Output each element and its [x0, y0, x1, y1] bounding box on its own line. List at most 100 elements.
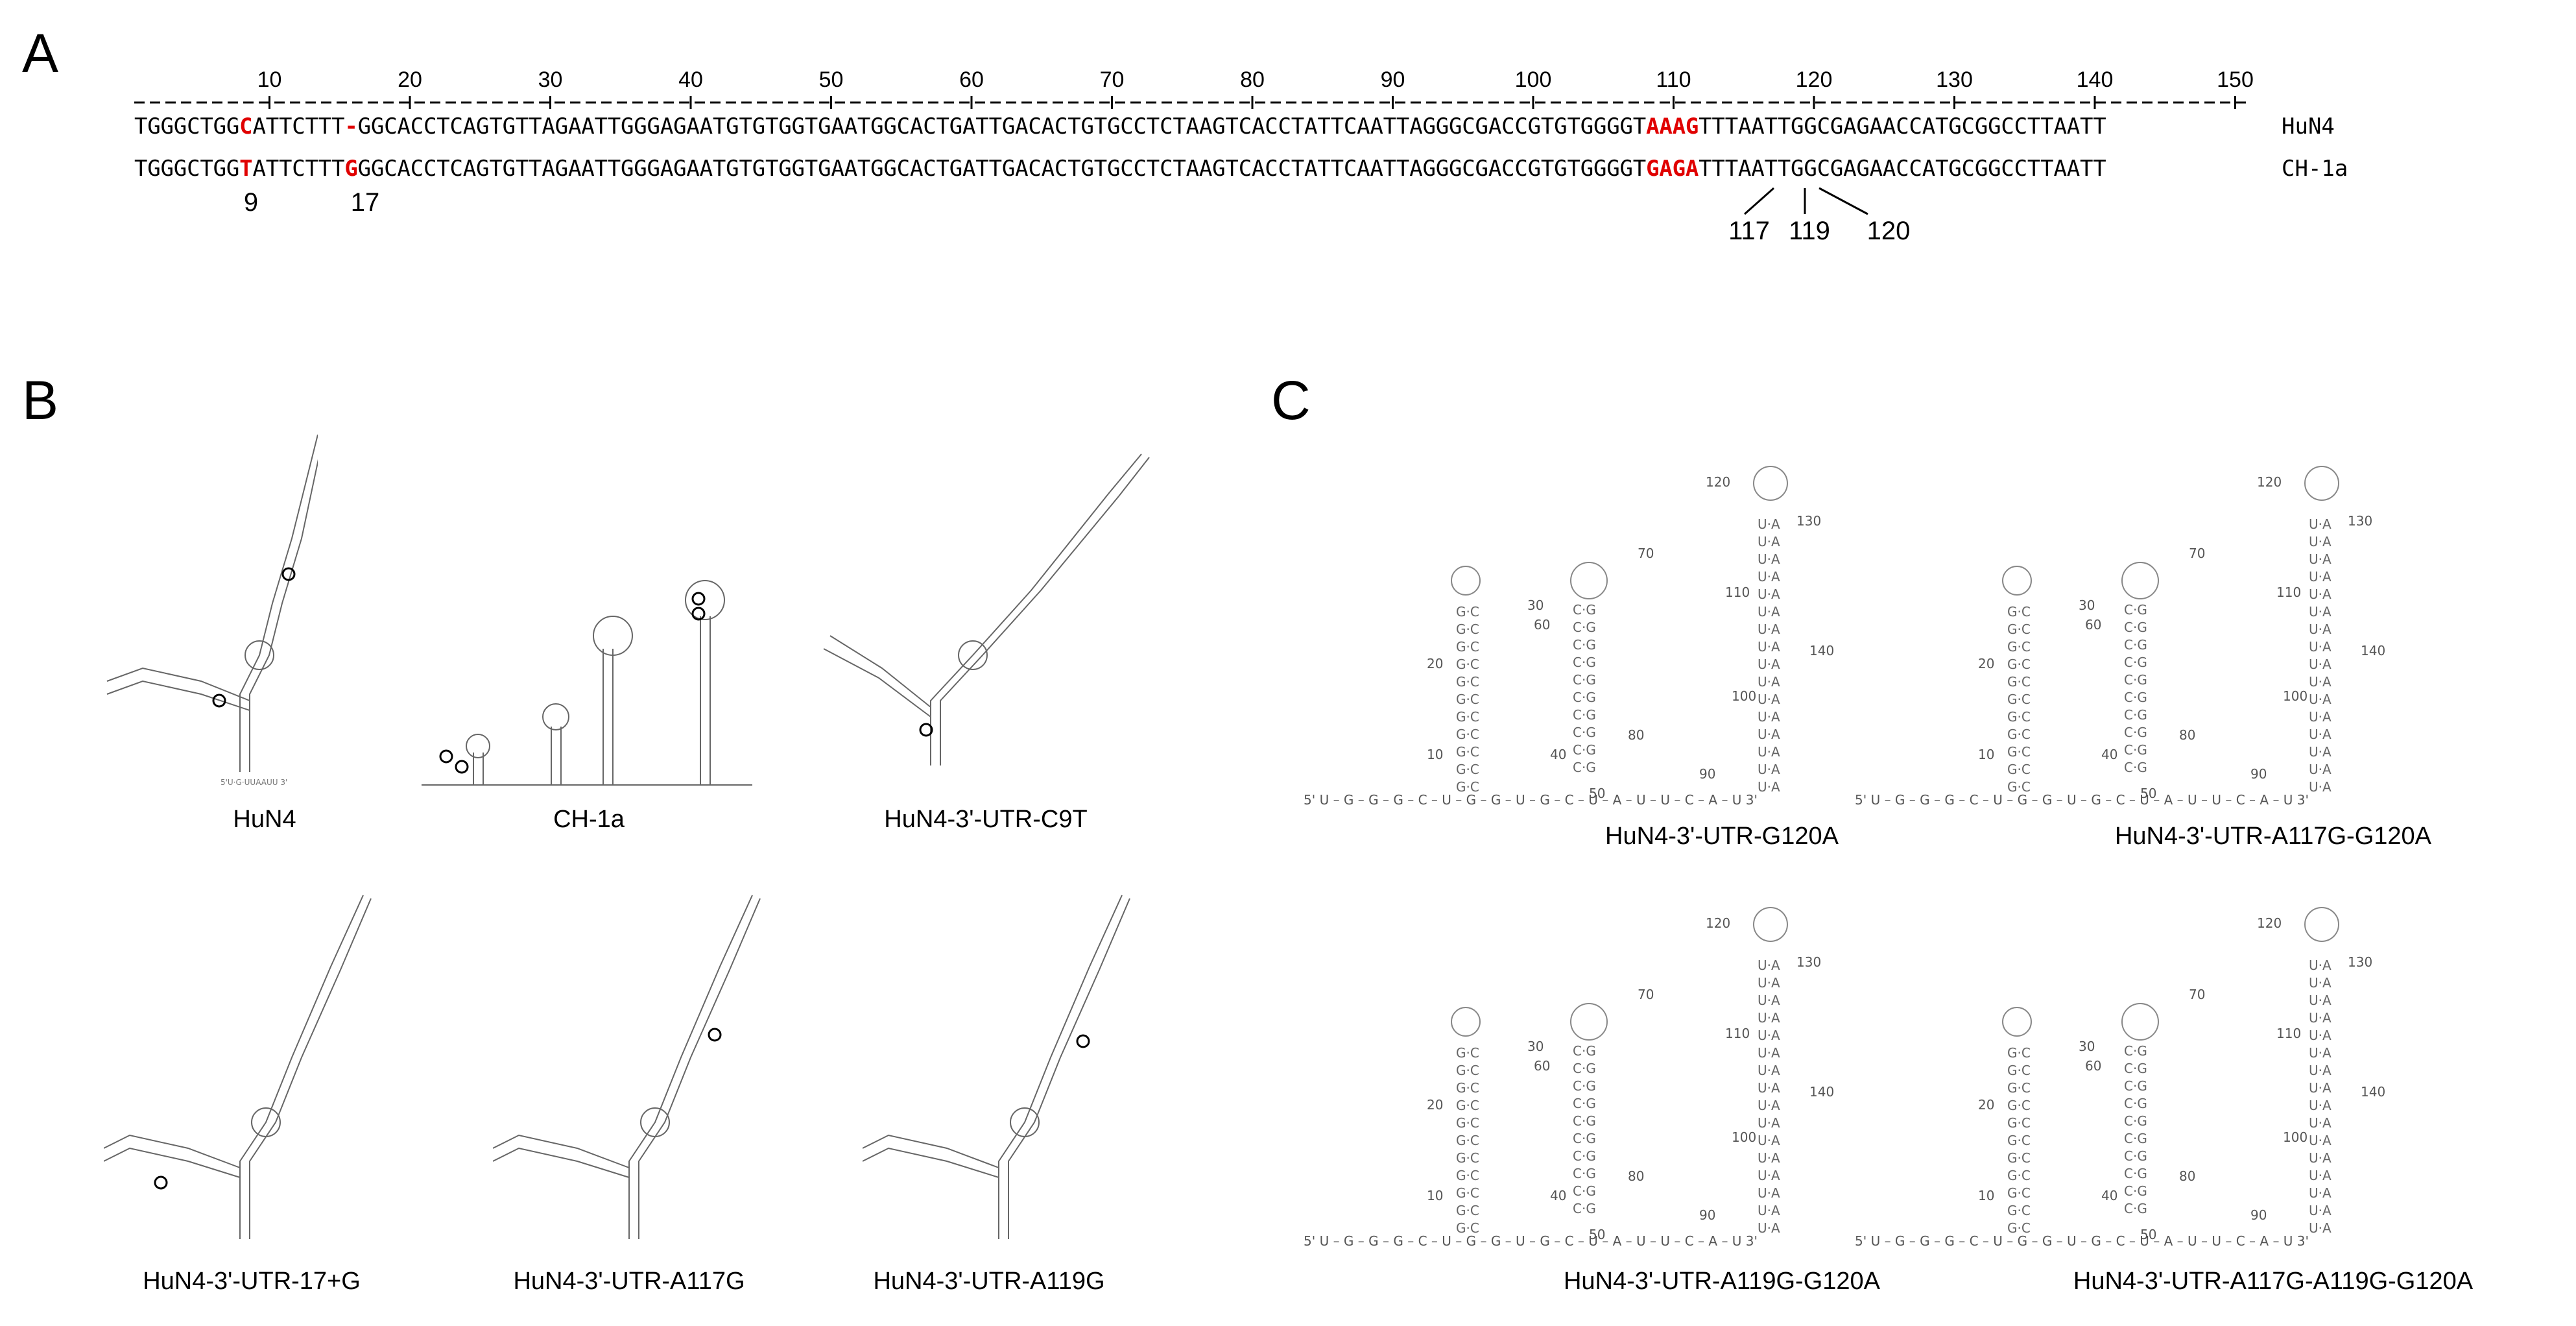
stem2-nt: C·G: [1573, 1061, 1596, 1076]
stem1-nt: G·C: [1456, 657, 1479, 672]
nt-number: 120: [1706, 474, 1730, 490]
alignment-label-hun4: HuN4: [2282, 114, 2335, 139]
nt-number: 100: [2283, 688, 2308, 704]
stem3-nt: U·A: [1758, 1203, 1780, 1218]
stem2-nt: C·G: [2124, 1043, 2147, 1059]
stem3-nt: U·A: [1758, 1028, 1780, 1043]
panel-label-b: B: [22, 370, 59, 431]
alignment-ruler: [134, 96, 2247, 109]
caption-c-a117g-g120a: HuN4-3'-UTR-A117G-G120A: [2114, 823, 2432, 850]
stem2-nt: C·G: [2124, 1113, 2147, 1129]
ruler-tick-label: 70: [1099, 67, 1125, 92]
position-label-17: 17: [350, 188, 380, 217]
stem3-nt: U·A: [1758, 727, 1780, 742]
stem2-nt: C·G: [2124, 707, 2147, 723]
stem3-nt: U·A: [1758, 1150, 1780, 1166]
stem1-nt: G·C: [2007, 1185, 2031, 1201]
stem3-nt: U·A: [2309, 1010, 2332, 1026]
stem1-nt: G·C: [2007, 639, 2031, 655]
nt-number: 110: [1725, 1026, 1750, 1041]
backbone-sequence: 5' U – G – G – G – C – U – G – G – U – G…: [1855, 1233, 2309, 1249]
nt-number: 130: [1796, 954, 1821, 970]
nt-number: 100: [2283, 1129, 2308, 1145]
stem1-nt: G·C: [2007, 1220, 2031, 1236]
backbone-sequence: 5' U – G – G – G – C – U – G – G – U – G…: [1304, 1233, 1758, 1249]
nt-number: 90: [1699, 766, 1715, 782]
stem1-nt: G·C: [2007, 762, 2031, 777]
stem3-nt: U·A: [1758, 621, 1780, 637]
stem3-nt: U·A: [2309, 516, 2332, 532]
ruler-tick-label: 120: [1795, 67, 1833, 92]
ruler-tick-label: 60: [959, 67, 984, 92]
stem1-nt: G·C: [1456, 1063, 1479, 1078]
stem3-nt: U·A: [2309, 1115, 2332, 1131]
backbone-sequence: 5' U – G – G – G – C – U – G – G – U – G…: [1304, 792, 1758, 808]
stem3-nt: U·A: [2309, 1080, 2332, 1096]
stem1-nt: G·C: [2007, 1133, 2031, 1148]
stem2-nt: C·G: [2124, 760, 2147, 775]
stem2-nt: C·G: [1573, 1078, 1596, 1094]
stem1-nt: G·C: [1456, 727, 1479, 742]
stem2-nt: C·G: [2124, 1183, 2147, 1199]
stem3-nt: U·A: [1758, 657, 1780, 672]
stem3-nt: U·A: [2309, 1203, 2332, 1218]
nt-number: 80: [1628, 727, 1644, 743]
structure-b-hun4: 5'U·G·UUAAUU 3': [106, 434, 318, 787]
nt-number: 110: [2276, 1026, 2301, 1041]
loop3: [2304, 466, 2339, 501]
stem1-nt: G·C: [2007, 744, 2031, 760]
stem3-nt: U·A: [1758, 1010, 1780, 1026]
nt-number: 130: [2348, 954, 2372, 970]
caption-b-ch1a: CH-1a: [553, 806, 625, 833]
stem3-nt: U·A: [1758, 1045, 1780, 1061]
stem3-nt: U·A: [2309, 551, 2332, 567]
loop2: [2121, 562, 2159, 599]
caption-c-g120a: HuN4-3'-UTR-G120A: [1605, 823, 1839, 850]
nt-number: 50: [1589, 786, 1605, 801]
nt-number: 80: [2179, 727, 2195, 743]
caption-b-a119g: HuN4-3'-UTR-A119G: [873, 1268, 1105, 1295]
nt-number: 50: [2140, 1227, 2156, 1242]
nt-number: 130: [2348, 513, 2372, 529]
nt-number: 30: [1527, 1039, 1544, 1054]
stem2-nt: C·G: [1573, 1148, 1596, 1164]
stem3-nt: U·A: [1758, 1168, 1780, 1183]
alignment-row-ch1a: TGGGCTGGTATTCTTTGGGCACCTCAGTGTTAGAATTGGG…: [134, 156, 2106, 182]
stem3-nt: U·A: [2309, 586, 2332, 602]
stem1-nt: G·C: [1456, 1168, 1479, 1183]
stem2-nt: C·G: [2124, 1166, 2147, 1181]
nt-number: 60: [2085, 1058, 2101, 1074]
stem1-nt: G·C: [2007, 709, 2031, 725]
stem2-nt: C·G: [2124, 602, 2147, 618]
panel-label-a: A: [22, 23, 59, 84]
stem2-nt: C·G: [1573, 620, 1596, 635]
ruler-tick-label: 30: [538, 67, 563, 92]
stem3-nt: U·A: [1758, 1063, 1780, 1078]
caption-b-c9t: HuN4-3'-UTR-C9T: [884, 806, 1088, 833]
stem3-nt: U·A: [2309, 779, 2332, 795]
stem3-nt: U·A: [2309, 604, 2332, 620]
stem2-nt: C·G: [1573, 707, 1596, 723]
position-label-119: 119: [1789, 217, 1830, 245]
position-label-120: 120: [1866, 217, 1911, 245]
stem3-nt: U·A: [1758, 958, 1780, 973]
nt-number: 110: [1725, 585, 1750, 600]
stem1-nt: G·C: [1456, 604, 1479, 620]
nt-number: 10: [1427, 1188, 1443, 1203]
ruler-tick-label: 50: [818, 67, 844, 92]
nt-number: 60: [1534, 1058, 1550, 1074]
stem1-nt: G·C: [1456, 1185, 1479, 1201]
structure-b-17g: [104, 895, 372, 1239]
nt-number: 20: [1427, 656, 1443, 671]
nt-number: 10: [1978, 747, 1994, 762]
stem3-nt: U·A: [1758, 1133, 1780, 1148]
ruler-tick-label: 110: [1656, 67, 1691, 92]
position-label-9: 9: [243, 188, 259, 217]
nt-number: 110: [2276, 585, 2301, 600]
stem3-nt: U·A: [1758, 692, 1780, 707]
stem3-nt: U·A: [2309, 727, 2332, 742]
nt-number: 40: [2101, 747, 2117, 762]
structure-b-c9t: [823, 453, 1150, 765]
nt-number: 70: [2189, 987, 2205, 1002]
loop2: [1570, 1003, 1608, 1041]
